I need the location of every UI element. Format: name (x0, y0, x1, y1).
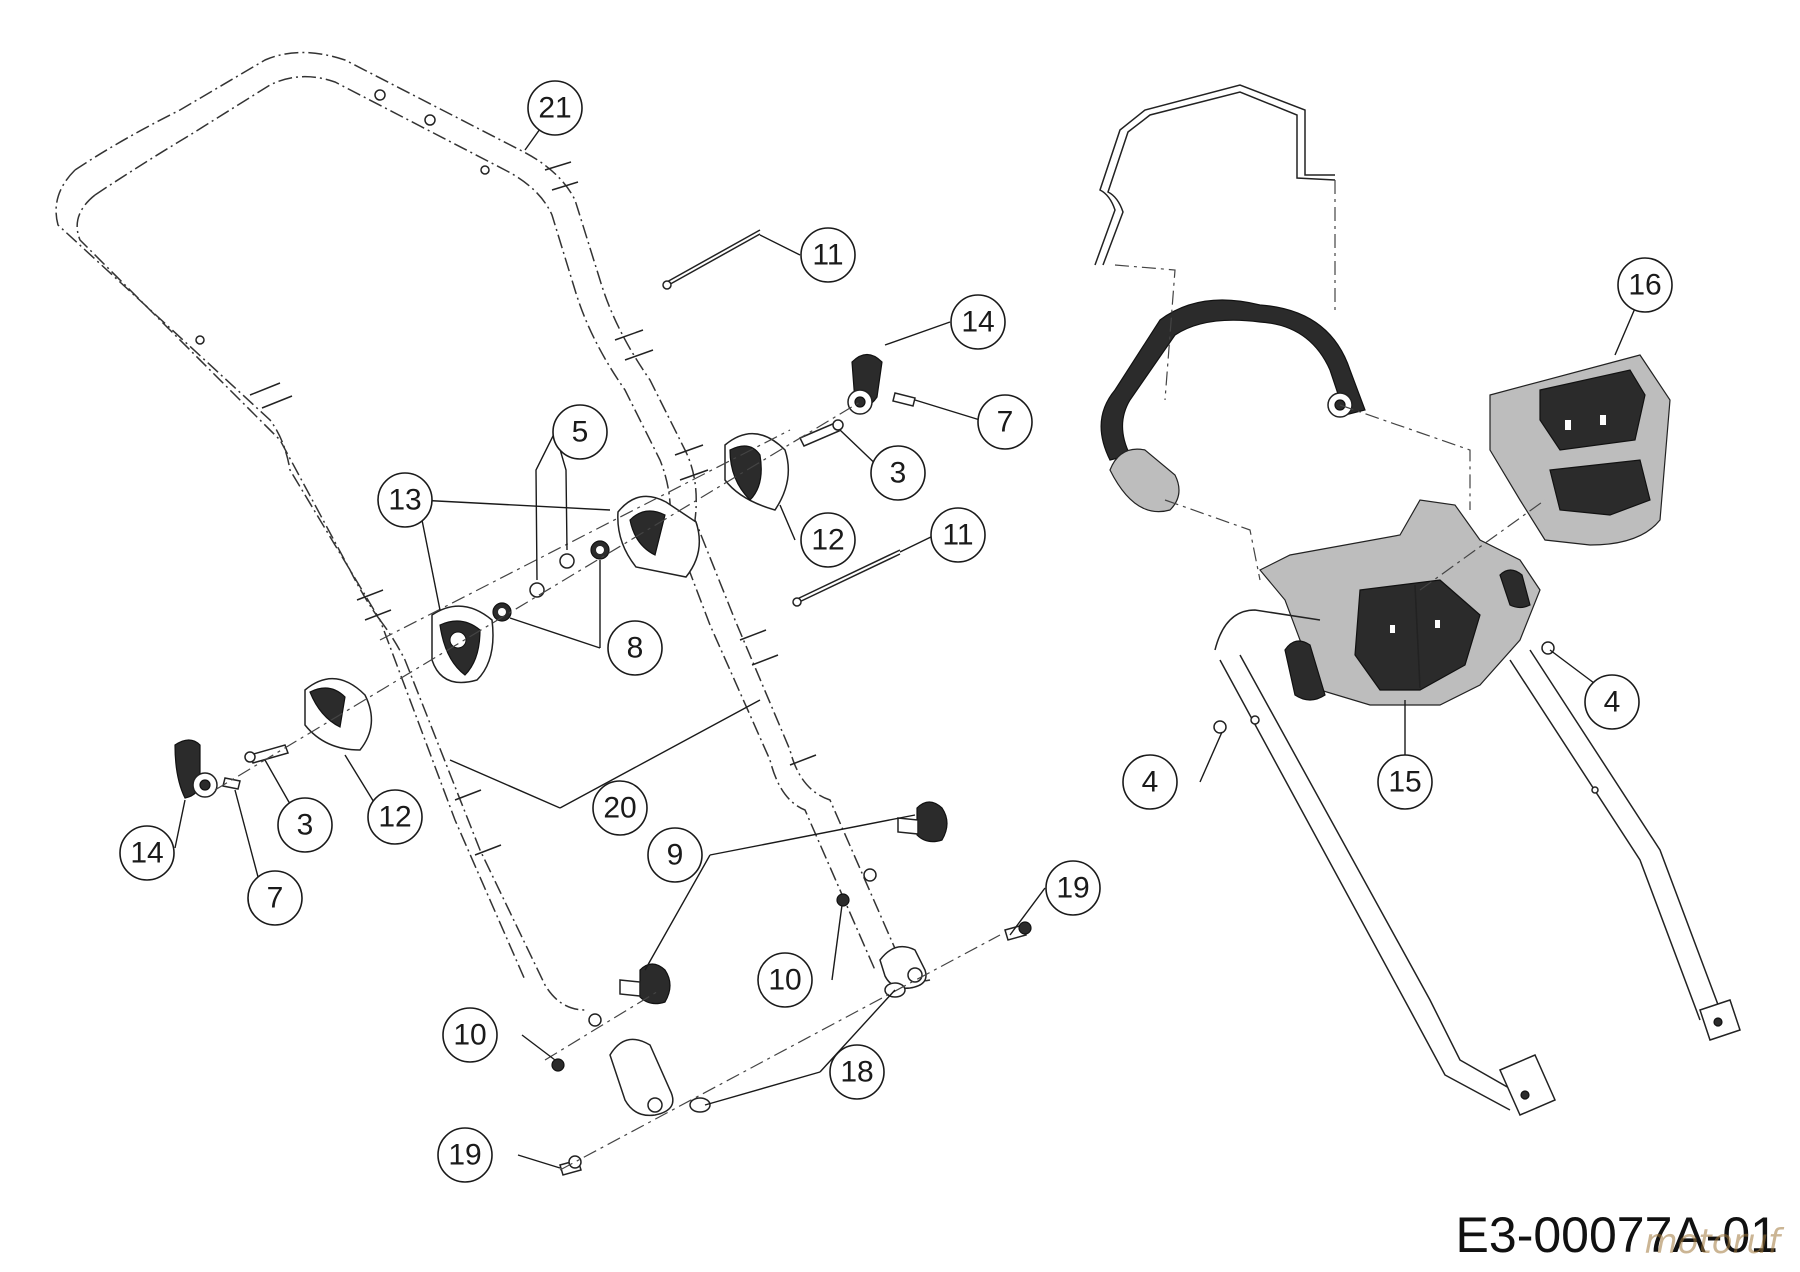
svg-text:7: 7 (267, 882, 284, 915)
part-label-9: 9 (647, 827, 703, 883)
svg-text:3: 3 (890, 457, 907, 490)
part-15-console-housing (1259, 499, 1541, 706)
watermark-logo: motoruf (1644, 1222, 1780, 1262)
part-12-handle-cover-right (724, 432, 790, 511)
part-label-14-right: 14 (950, 294, 1006, 350)
svg-text:11: 11 (942, 519, 973, 552)
part-label-10-middle: 10 (757, 952, 813, 1008)
part-label-13: 13 (377, 472, 433, 528)
svg-text:16: 16 (1628, 269, 1661, 302)
svg-text:10: 10 (768, 964, 801, 997)
part-label-7-left: 7 (247, 870, 303, 926)
svg-text:5: 5 (572, 416, 589, 449)
svg-text:8: 8 (627, 632, 644, 665)
svg-text:21: 21 (538, 92, 571, 125)
svg-text:4: 4 (1604, 686, 1621, 719)
svg-text:14: 14 (961, 306, 994, 339)
part-label-19-left: 19 (437, 1127, 493, 1183)
leader-lines (174, 107, 1646, 1169)
svg-text:13: 13 (388, 484, 421, 517)
part-label-14-left: 14 (119, 825, 175, 881)
lower-handle-frame (1214, 609, 1741, 1116)
bail-wire-rod (1094, 84, 1336, 266)
part-label-16: 16 (1617, 257, 1673, 313)
part-16-console-cover (1489, 354, 1671, 546)
part-12-handle-cover-left (304, 677, 373, 751)
svg-text:4: 4 (1142, 766, 1159, 799)
svg-text:12: 12 (378, 801, 411, 834)
part-label-11-lower: 11 (930, 507, 986, 563)
small-fasteners (222, 229, 1032, 1176)
part-13-clamp-left (431, 605, 494, 684)
drawing-code: E3-00077A-01 (1455, 1207, 1778, 1263)
part-13-clamp-right (617, 495, 701, 578)
svg-text:19: 19 (448, 1139, 481, 1172)
part-14-lever-right (847, 353, 883, 415)
upper-handle-frame (55, 51, 931, 1117)
part-label-4-right: 4 (1584, 674, 1640, 730)
svg-text:10: 10 (453, 1019, 486, 1052)
part-label-3-right: 3 (870, 445, 926, 501)
assembly-center-lines-left (214, 401, 1001, 1171)
part-label-21: 21 (527, 80, 583, 136)
part-label-4-left: 4 (1122, 754, 1178, 810)
part-label-10-left: 10 (442, 1007, 498, 1063)
svg-text:20: 20 (603, 792, 636, 825)
svg-text:12: 12 (811, 524, 844, 557)
part-label-12-left: 12 (367, 789, 423, 845)
callouts: 21 11 14 7 5 3 13 12 (119, 80, 1673, 1183)
part-label-15: 15 (1377, 754, 1433, 810)
part-label-8: 8 (607, 620, 663, 676)
svg-text:3: 3 (297, 809, 314, 842)
bail-handle (1100, 299, 1366, 513)
part-14-lever-left (174, 739, 218, 799)
svg-text:7: 7 (997, 406, 1014, 439)
part-label-5: 5 (552, 404, 608, 460)
part-label-12-right: 12 (800, 512, 856, 568)
svg-text:15: 15 (1388, 766, 1421, 799)
svg-text:19: 19 (1056, 872, 1089, 905)
part-label-3-left: 3 (277, 797, 333, 853)
assembly-center-lines-right (1114, 180, 1546, 591)
svg-text:18: 18 (840, 1056, 873, 1089)
svg-text:11: 11 (812, 239, 843, 272)
svg-text:9: 9 (667, 839, 684, 872)
part-label-11-upper: 11 (800, 227, 856, 283)
small-fasteners-right (1213, 641, 1555, 734)
part-label-18: 18 (829, 1044, 885, 1100)
part-label-7-right: 7 (977, 394, 1033, 450)
part-label-19-right: 19 (1045, 860, 1101, 916)
svg-text:14: 14 (130, 837, 163, 870)
part-label-20: 20 (592, 780, 648, 836)
